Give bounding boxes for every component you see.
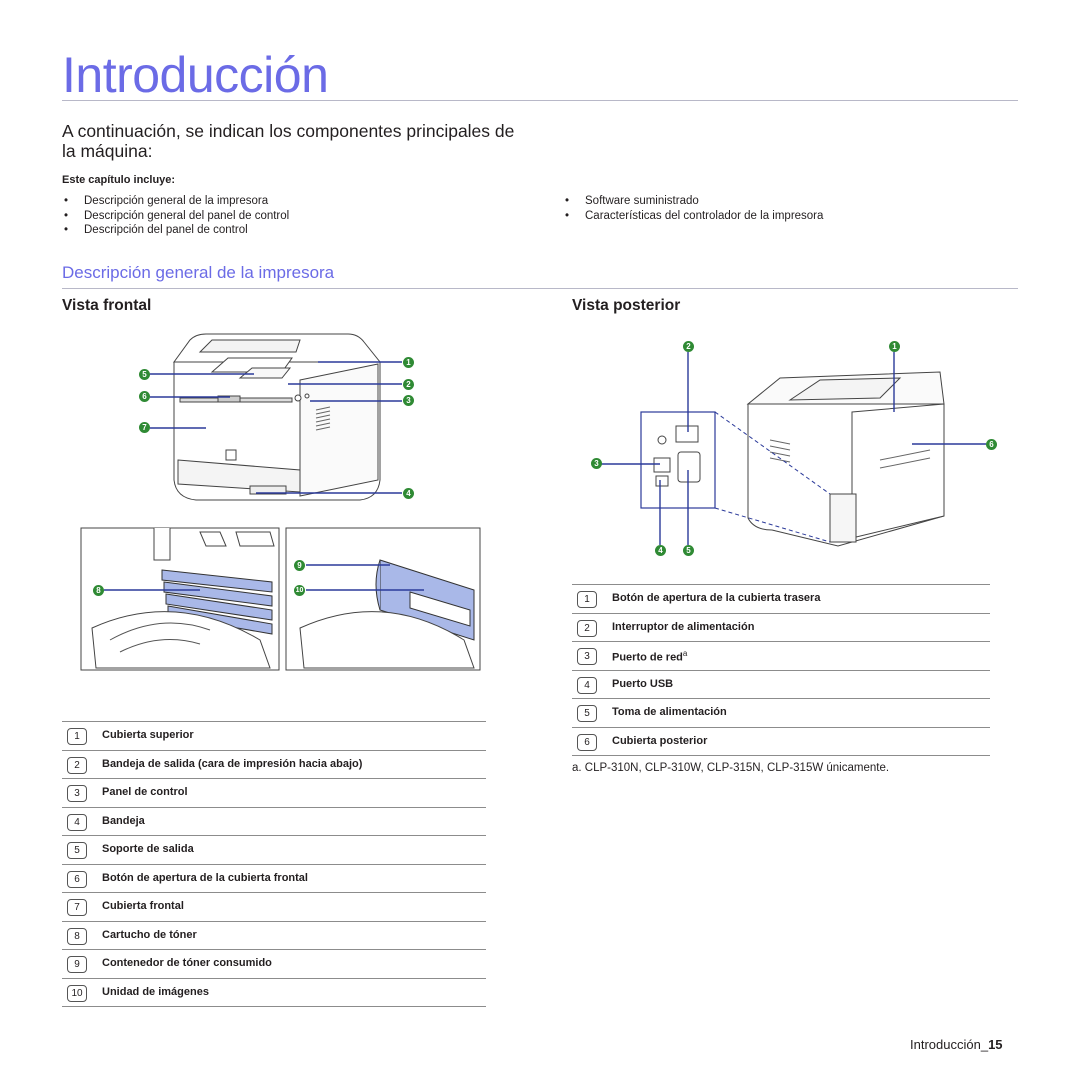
part-label: Bandeja [102,814,145,827]
section-divider [62,288,1018,289]
table-row: 5 Soporte de salida [62,836,486,865]
chapter-link-3[interactable]: Descripción del panel de control [62,223,289,238]
callout-front-4: 4 [403,488,414,499]
table-row: 2 Bandeja de salida (cara de impresión ha… [62,751,486,779]
part-label: Botón de apertura de la cubierta frontal [102,871,308,884]
part-number: 4 [577,676,597,694]
chapter-list-right: Software suministrado Características de… [563,194,823,223]
section-title: Descripción general de la impresora [62,263,335,282]
chapter-link-2[interactable]: Descripción general del panel de control [62,209,289,224]
callout-rear-1: 1 [889,341,900,352]
callout-front-7: 7 [139,422,150,433]
part-label-text: Botón de apertura de la cubierta trasera [612,592,821,604]
table-row: 6 Botón de apertura de la cubierta fronta… [62,865,486,893]
part-label-text: Toma de alimentación [612,706,727,718]
rear-parts-table: 1 Botón de apertura de la cubierta traser… [572,584,990,756]
part-label: Panel de control [102,786,188,798]
part-label-text: Puerto USB [612,677,674,690]
footnote-marker[interactable]: a [682,649,688,658]
callout-rear-6: 6 [986,439,997,450]
part-label: Cubierta posterior [612,735,707,747]
callout-front-5: 5 [139,369,150,380]
part-number: 10 [67,984,87,1002]
part-label: Contenedor de tóner consumido [102,957,272,969]
chapter-link-4[interactable]: Software suministrado [563,194,823,209]
part-label-text: Puerto de red [612,651,683,664]
callout-inner-10: 10 [294,585,305,596]
table-row: 5 Toma de alimentación [572,699,990,728]
part-label: Cartucho de tóner [102,928,197,941]
part-number: 1 [577,591,597,608]
part-label: Soporte de salida [102,843,194,855]
title-divider [62,100,1018,101]
chapter-list-left: Descripción general de la impresora Desc… [62,194,289,238]
callout-rear-4: 4 [655,545,666,556]
table-row: 4 Bandeja [62,808,486,836]
callout-front-2: 2 [403,379,414,390]
part-label: Bandeja de salida (cara de impresión hac… [102,757,363,770]
callout-inner-9: 9 [294,560,305,571]
part-label-text: Cubierta posterior [612,734,708,747]
callout-inner-8: 8 [93,585,104,596]
table-row: 3 Panel de control [62,779,486,808]
part-label: Toma de alimentación [612,706,727,718]
table-row: 3 Puerto de reda [572,642,990,671]
part-label-text: Interruptor de alimentación [612,620,755,633]
part-number: 6 [577,733,597,751]
table-row: 4 Puerto USB [572,671,990,699]
chapter-heading: Este capítulo incluye: [62,174,176,186]
page-footer: Introducción_15 [910,1037,1003,1052]
part-number: 5 [577,705,597,722]
table-row: 2 Interruptor de alimentación [572,614,990,642]
callout-rear-2: 2 [683,341,694,352]
part-label: Cubierta frontal [102,900,184,912]
chapter-link-1[interactable]: Descripción general de la impresora [62,194,289,209]
callout-front-1: 1 [403,357,414,368]
part-number: 8 [67,927,87,945]
table-row: 8 Cartucho de tóner [62,922,486,950]
part-number: 2 [577,619,597,637]
page-title: Introducción [62,47,329,103]
part-number: 4 [67,813,87,831]
front-view-title: Vista frontal [62,297,152,314]
part-label: Unidad de imágenes [102,985,209,998]
callout-rear-3: 3 [591,458,602,469]
part-number: 2 [67,756,87,774]
intro-text: A continuación, se indican los component… [62,121,515,161]
part-label: Botón de apertura de la cubierta trasera [612,592,820,604]
table-row: 9 Contenedor de tóner consumido [62,950,486,979]
rear-view-title: Vista posterior [572,297,681,314]
part-number: 6 [67,870,87,888]
part-number: 3 [577,648,597,665]
table-row: 7 Cubierta frontal [62,893,486,922]
front-parts-table: 1 Cubierta superior 2 Bandeja de salida (c… [62,721,486,1007]
callout-front-6: 6 [139,391,150,402]
part-number: 1 [67,728,87,745]
table-row: 1 Botón de apertura de la cubierta traser… [572,584,990,614]
page-number: 15 [988,1037,1003,1052]
footnote: a. CLP-310N, CLP-310W, CLP-315N, CLP-315… [572,762,890,774]
table-row: 6 Cubierta posterior [572,728,990,756]
table-row: 1 Cubierta superior [62,721,486,751]
footer-label: Introducción_ [910,1037,989,1052]
part-number: 7 [67,899,87,916]
part-label: Cubierta superior [102,729,194,741]
part-number: 3 [67,785,87,802]
chapter-link-5[interactable]: Características del controlador de la im… [563,209,823,224]
part-label: Puerto de reda [612,649,687,664]
part-number: 5 [67,842,87,859]
part-number: 9 [67,956,87,973]
callout-front-3: 3 [403,395,414,406]
callout-rear-5: 5 [683,545,694,556]
table-row: 10 Unidad de imágenes [62,979,486,1007]
part-label: Interruptor de alimentación [612,621,754,633]
part-label: Puerto USB [612,678,673,690]
